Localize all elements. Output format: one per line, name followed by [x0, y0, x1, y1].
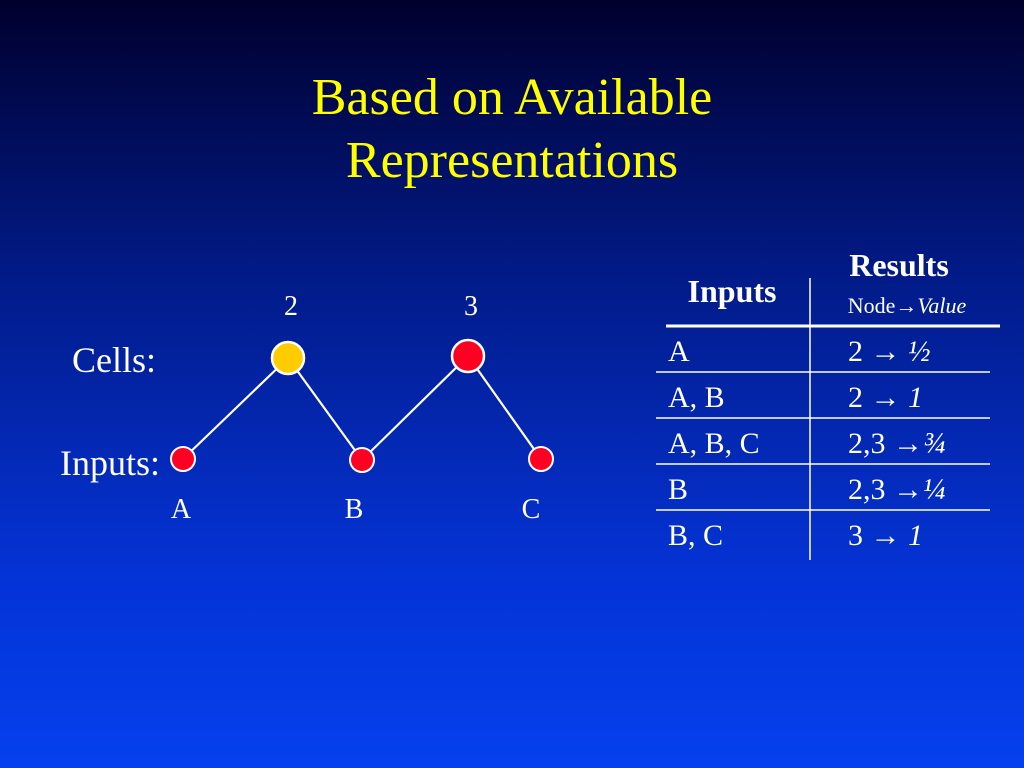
result-arrow: →	[886, 473, 924, 506]
row-result-cell: 2,3 →¾	[848, 427, 946, 460]
edge-3-c	[467, 355, 542, 460]
cell-node-2	[270, 340, 306, 376]
result-arrow: →	[863, 519, 908, 552]
result-value: ¾	[923, 427, 946, 460]
table-row: B, C 3 → 1	[668, 519, 923, 552]
header-sub-node: Node	[848, 293, 896, 318]
edge-2-b	[287, 357, 363, 461]
cells-row-label: Cells:	[72, 340, 156, 380]
row-result-cell: 3 → 1	[848, 519, 923, 552]
result-arrow: →	[863, 381, 908, 414]
title-line-1: Based on Available	[311, 69, 713, 126]
network-diagram: 2 3A B C Cells: Inputs:	[60, 291, 554, 525]
result-arrow: →	[886, 427, 924, 460]
result-value: ½	[908, 335, 931, 368]
cell-label-3: 3	[464, 291, 478, 322]
cell-node-3	[450, 338, 486, 374]
title-line-2: Representations	[345, 132, 679, 189]
edge-b-3	[361, 355, 469, 461]
input-node-c	[528, 446, 554, 472]
edge-a-2	[182, 357, 289, 460]
diagram-nodes: 2 3A B C	[170, 291, 554, 525]
header-inputs: Inputs	[688, 273, 777, 309]
input-label-c: C	[522, 494, 541, 525]
header-sub-value: Value	[917, 293, 966, 318]
row-inputs-cell: A	[668, 335, 690, 368]
row-result-cell: 2 → 1	[848, 381, 923, 414]
inputs-row-label: Inputs:	[60, 443, 160, 483]
table-row: B 2,3 →¼	[656, 473, 990, 511]
result-node: 2,3	[848, 427, 886, 460]
result-node: 2,3	[848, 473, 886, 506]
table-header: Inputs Results Node→Value	[688, 247, 967, 318]
row-inputs-cell: B	[668, 473, 688, 506]
input-label-a: A	[171, 494, 192, 525]
input-node-b	[349, 447, 375, 473]
table-row: A 2 → ½	[656, 335, 990, 373]
result-value: 1	[908, 519, 923, 552]
row-inputs-cell: A, B	[668, 381, 725, 414]
header-results-subtitle: Node→Value	[848, 293, 967, 318]
result-node: 3	[848, 519, 863, 552]
input-node-a	[170, 446, 196, 472]
table-row: A, B 2 → 1	[656, 381, 990, 419]
header-sub-arrow: →	[895, 293, 917, 318]
result-node: 2	[848, 381, 863, 414]
result-value: 1	[908, 381, 923, 414]
result-value: ¼	[923, 473, 946, 506]
header-results: Results	[849, 247, 949, 283]
input-label-b: B	[345, 494, 364, 525]
row-result-cell: 2,3 →¼	[848, 473, 946, 506]
result-arrow: →	[863, 335, 908, 368]
table-row: A, B, C 2,3 →¾	[656, 427, 990, 465]
row-inputs-cell: B, C	[668, 519, 723, 552]
slide-title: Based on Available Representations	[0, 66, 1024, 192]
row-inputs-cell: A, B, C	[668, 427, 760, 460]
diagram-edges	[182, 355, 542, 461]
row-result-cell: 2 → ½	[848, 335, 931, 368]
cell-label-2: 2	[284, 291, 298, 322]
result-node: 2	[848, 335, 863, 368]
